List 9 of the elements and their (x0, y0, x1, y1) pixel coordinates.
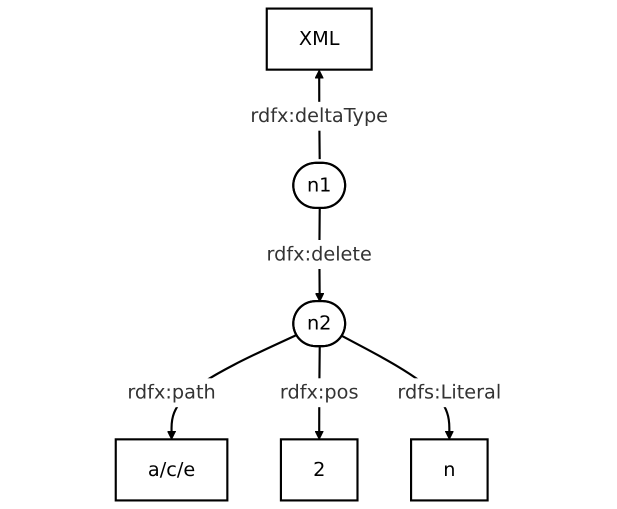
node-box: 2 (280, 438, 359, 502)
node-box: n (410, 438, 489, 502)
edge-label: rdfx:pos (280, 381, 359, 404)
edge-label: rdfs:Literal (397, 381, 502, 404)
edge-label: rdfx:delete (266, 243, 372, 266)
node-box: XML (266, 8, 373, 71)
edge-label: rdfx:deltaType (250, 105, 388, 128)
node-box: a/c/e (114, 438, 228, 502)
edge-label: rdfx:path (127, 381, 216, 404)
